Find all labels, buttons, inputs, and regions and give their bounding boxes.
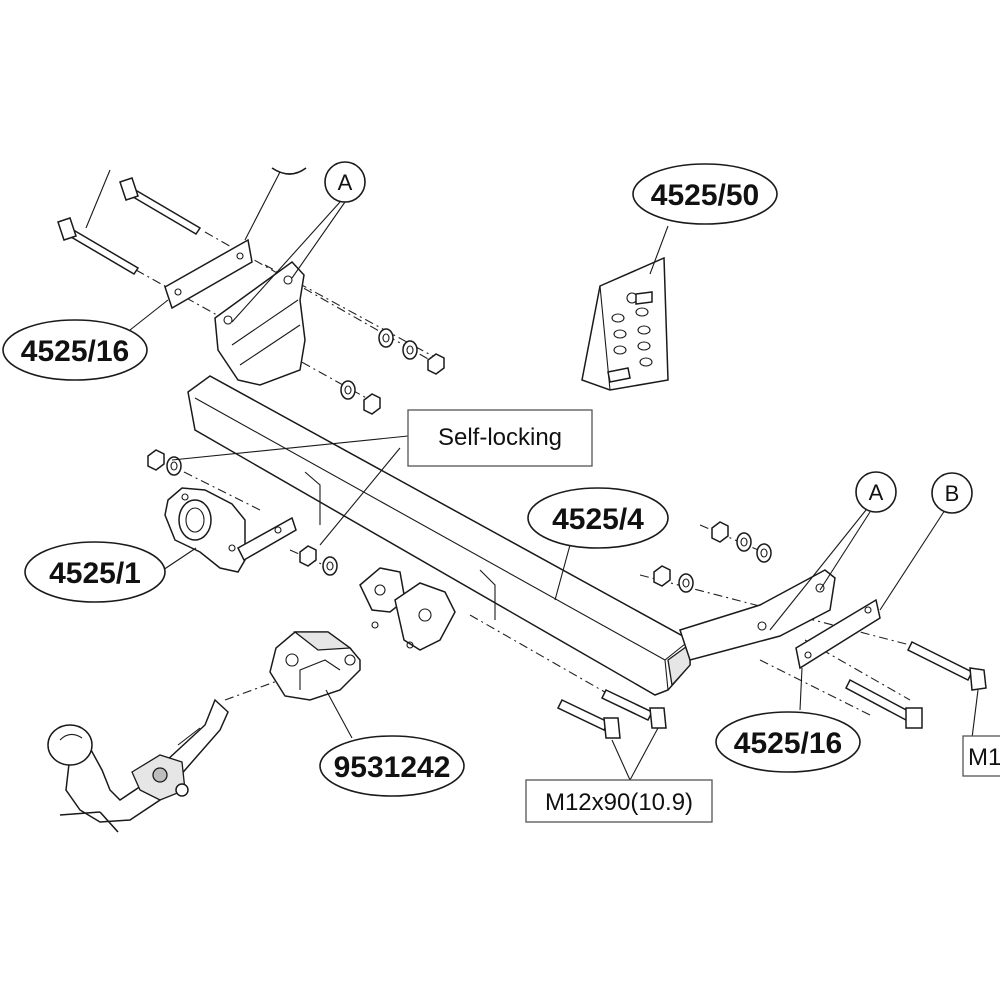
box-label: M1 — [968, 744, 1000, 771]
leader-lines — [85, 169, 979, 781]
callout-label: 4525/50 — [651, 179, 759, 212]
bolt-spec-box: M12x90(10.9) — [525, 779, 713, 823]
circle-label-a-left: A — [324, 161, 366, 203]
right-lower-bolt — [845, 678, 923, 729]
left-upper-bolt — [119, 177, 202, 236]
bolt-kit-inset — [581, 256, 669, 391]
towball-arm — [47, 698, 229, 833]
circle-letter: A — [338, 170, 353, 195]
callout-4525-50: 4525/50 — [632, 163, 778, 225]
left-lower-bolt — [57, 217, 140, 276]
circle-letter: A — [869, 480, 884, 505]
callout-partial-top — [271, 167, 307, 175]
left-bracket-plate — [164, 238, 253, 310]
left-mounting-bracket — [214, 261, 306, 386]
callout-label: 9531242 — [334, 751, 451, 784]
self-locking-box: Self-locking — [407, 409, 593, 467]
right-mounting-bracket — [679, 569, 836, 661]
callout-label: 4525/16 — [734, 727, 842, 760]
circle-letter: B — [945, 481, 960, 506]
bolt-spec-box-cut: M1 — [962, 735, 1000, 777]
right-bracket-plate — [795, 598, 881, 670]
center-selflocking-nuts — [299, 545, 338, 576]
bottom-bolts — [556, 689, 667, 739]
callout-4525-1: 4525/1 — [24, 541, 166, 603]
right-upper-bolt — [906, 640, 987, 691]
callout-4525-4: 4525/4 — [527, 487, 669, 549]
center-hitch-brackets — [359, 567, 456, 651]
callout-label: 4525/4 — [552, 503, 644, 536]
callout-9531242: 9531242 — [319, 735, 465, 797]
callout-4525-16-left: 4525/16 — [2, 319, 148, 381]
box-label: Self-locking — [438, 424, 562, 451]
circle-label-a-right: A — [855, 471, 897, 513]
callout-4525-16-right: 4525/16 — [715, 711, 861, 773]
box-label: M12x90(10.9) — [545, 789, 693, 816]
right-nuts-washers — [653, 521, 772, 593]
clamp-part — [269, 631, 361, 701]
socket-plate — [164, 487, 297, 573]
left-selflocking-nut — [147, 449, 182, 476]
callout-label: 4525/1 — [49, 557, 141, 590]
circle-label-b-right: B — [931, 472, 973, 514]
callout-label: 4525/16 — [21, 335, 129, 368]
upper-nuts-washers — [340, 328, 445, 415]
